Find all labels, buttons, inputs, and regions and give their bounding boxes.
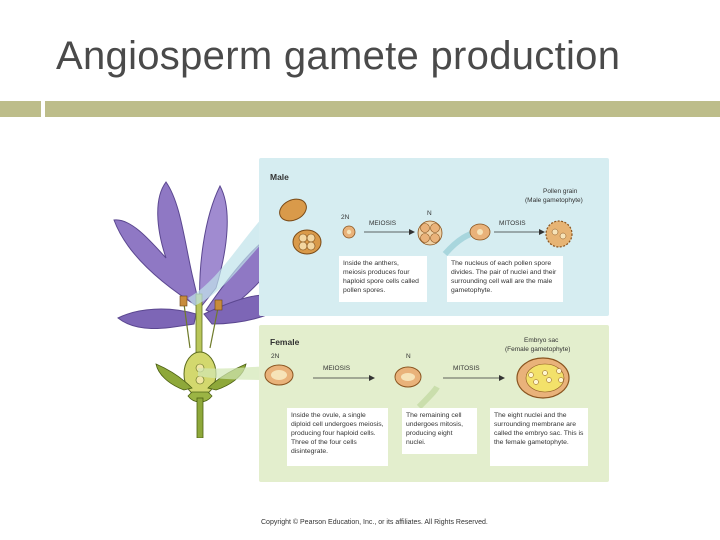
male-mitosis-label: MITOSIS (499, 220, 526, 227)
male-caption-mitosis: The nucleus of each pollen spore divides… (447, 256, 563, 302)
embryo-sac-icon (516, 357, 570, 399)
arrow-head-icon (539, 229, 545, 235)
female-mitosis-label: MITOSIS (453, 365, 480, 372)
female-panel: Female Embryo sac (Female gametophyte) 2… (259, 325, 609, 482)
female-ploidy-2n: 2N (271, 353, 280, 360)
arrow-head-icon (369, 375, 375, 381)
female-diagram (264, 357, 570, 410)
haploid-cell-icon (394, 366, 422, 388)
male-panel: Male Pollen grain (Male gametophyte) 2N … (259, 158, 609, 316)
male-label: Male (270, 172, 289, 182)
anther-icon (279, 198, 322, 255)
stamen-icon (179, 295, 223, 349)
male-diagram (279, 198, 573, 256)
pollen-grain-label: Pollen grain (543, 188, 578, 195)
pollen-cell-icon (469, 223, 491, 241)
female-label: Female (270, 337, 300, 347)
arrow-head-icon (409, 229, 415, 235)
embryo-sac-label: Embryo sac (524, 337, 559, 344)
female-meiosis-label: MEIOSIS (323, 365, 351, 372)
female-ploidy-n: N (406, 353, 411, 360)
male-ploidy-n: N (427, 210, 432, 217)
male-caption-meiosis: Inside the anthers, meiosis produces fou… (339, 256, 427, 302)
arrow-head-icon (499, 375, 505, 381)
female-caption-mitosis: The remaining cell undergoes mitosis, pr… (402, 408, 477, 454)
female-caption-embryo-sac: The eight nuclei and the surrounding mem… (490, 408, 588, 466)
male-meiosis-label: MEIOSIS (369, 220, 397, 227)
pollen-grain-icon (545, 220, 573, 248)
female-caption-meiosis: Inside the ovule, a single diploid cell … (287, 408, 388, 466)
title-bar (45, 101, 720, 117)
male-ploidy-2n: 2N (341, 214, 350, 221)
title-bar-accent (0, 101, 41, 117)
female-gametophyte-label: (Female gametophyte) (505, 346, 571, 353)
stem-icon (196, 397, 204, 438)
diploid-cell-icon (342, 225, 356, 239)
copyright-notice: Copyright © Pearson Education, Inc., or … (261, 519, 488, 526)
slide-title: Angiosperm gamete production (56, 34, 621, 78)
male-gametophyte-label: (Male gametophyte) (525, 197, 583, 204)
pollen-spores-icon (417, 220, 443, 246)
ovule-icon (264, 364, 294, 386)
